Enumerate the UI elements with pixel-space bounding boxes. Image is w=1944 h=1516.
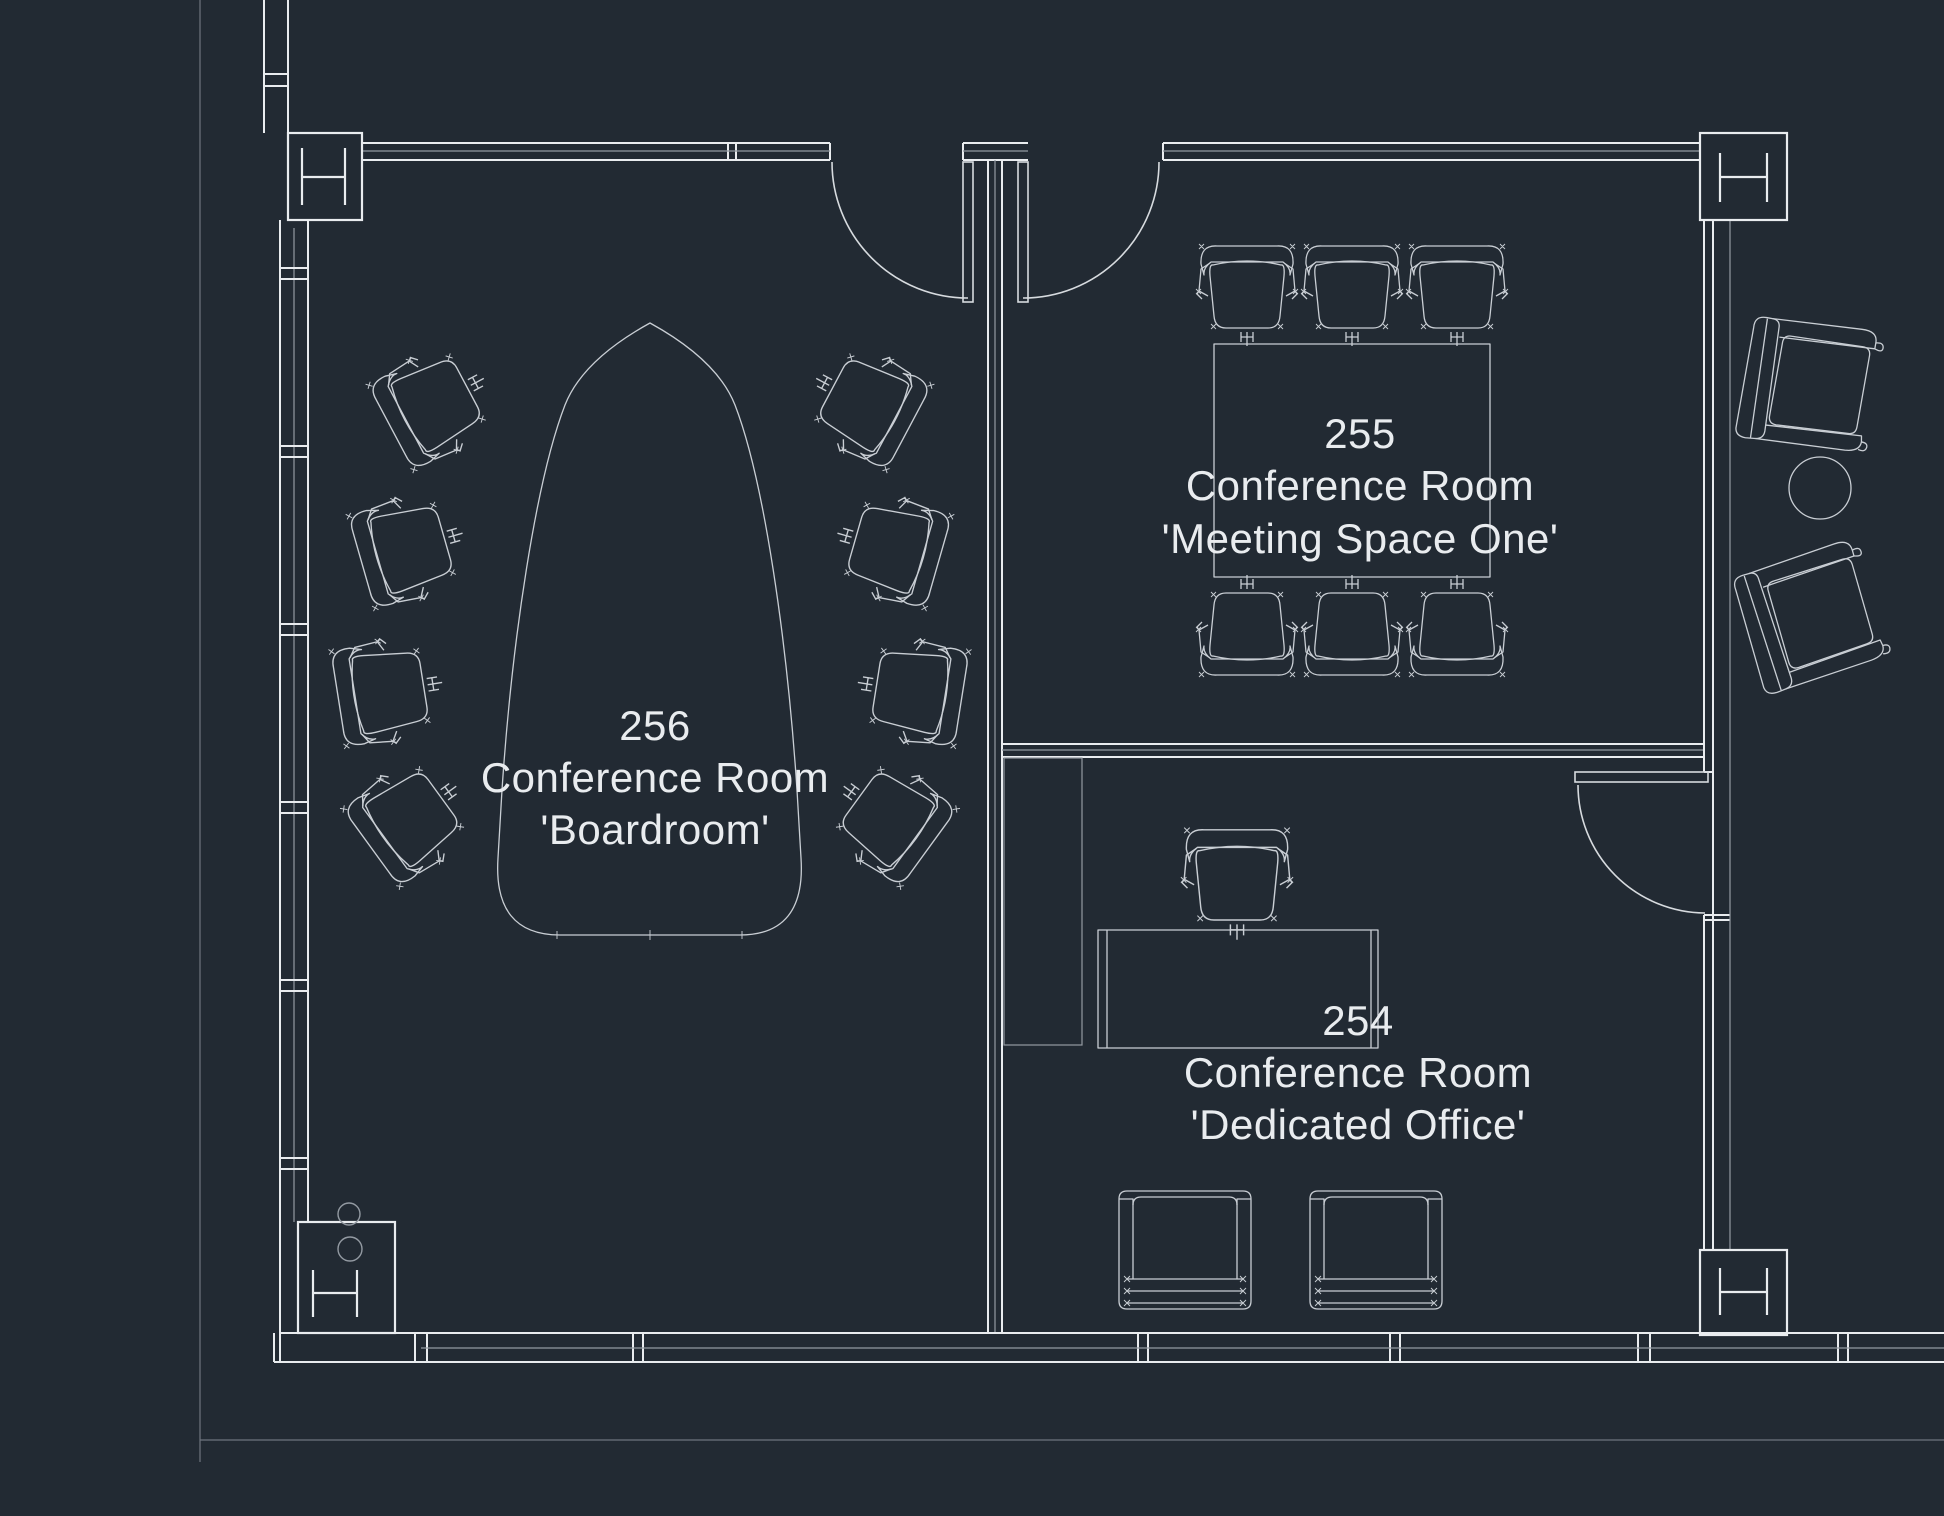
conference-chair xyxy=(1195,574,1299,678)
column-top-left xyxy=(286,131,364,222)
column-detail-circle xyxy=(337,1236,363,1262)
lounge-chairs xyxy=(1730,309,1894,697)
guest-armchair xyxy=(1309,1190,1443,1310)
door-room-254 xyxy=(1574,771,1709,914)
left-wall-mullions xyxy=(280,267,308,1170)
room-number: 255 xyxy=(1324,410,1396,457)
room-labels: 256 Conference Room 'Boardroom' 255 Conf… xyxy=(481,410,1559,1148)
room-number: 256 xyxy=(619,702,691,749)
guest-chairs xyxy=(1118,1190,1443,1310)
conference-chair xyxy=(848,628,973,753)
conference-chair xyxy=(363,330,510,477)
conference-chair xyxy=(344,481,478,615)
desk-chair-layer xyxy=(1180,826,1294,941)
h-beam-icon xyxy=(311,1270,359,1317)
left-wall-faces xyxy=(263,0,309,1362)
conference-chair xyxy=(822,481,956,615)
door-swing-arc xyxy=(1577,784,1706,914)
column-box xyxy=(286,131,364,222)
grid-lines xyxy=(199,0,1944,1462)
column-detail-circle xyxy=(337,1202,361,1226)
column-top-right xyxy=(1698,131,1789,222)
h-beam-icon xyxy=(1718,153,1769,202)
lounge-side-table xyxy=(1788,456,1852,520)
room-number: 254 xyxy=(1322,997,1394,1044)
conference-chair xyxy=(327,628,452,753)
guest-armchair xyxy=(1118,1190,1252,1310)
door-leaf xyxy=(1574,771,1709,783)
lounge-armchair xyxy=(1730,536,1894,697)
partition-wall-faces xyxy=(987,160,1003,1333)
door-room-256 xyxy=(831,161,974,303)
column-box xyxy=(296,1220,397,1335)
door-room-255 xyxy=(1017,161,1160,303)
h-beam-icon xyxy=(300,148,347,205)
columns xyxy=(286,131,1789,1337)
boardroom-table-ticks xyxy=(556,930,743,940)
divider-wall-faces xyxy=(1002,743,1704,758)
room-256-label: 256 Conference Room 'Boardroom' xyxy=(481,702,829,853)
meeting-chairs xyxy=(1195,243,1509,678)
room-type: Conference Room xyxy=(1186,462,1534,509)
door-leaf xyxy=(962,161,974,303)
task-chair xyxy=(1180,826,1294,941)
room-254-label: 254 Conference Room 'Dedicated Office' xyxy=(1184,997,1532,1148)
conference-chair xyxy=(790,330,937,477)
right-wall-faces xyxy=(1703,220,1730,1250)
walls xyxy=(263,0,1944,1363)
room-name: 'Dedicated Office' xyxy=(1191,1101,1526,1148)
column-bottom-left xyxy=(296,1202,397,1335)
column-bottom-right xyxy=(1698,1248,1789,1337)
conference-chair xyxy=(811,742,963,894)
room-name: 'Meeting Space One' xyxy=(1162,515,1559,562)
conference-chair xyxy=(337,742,489,894)
doors xyxy=(831,161,1709,914)
desk-edge-lines xyxy=(1106,930,1372,1048)
room-255-label: 255 Conference Room 'Meeting Space One' xyxy=(1162,410,1559,562)
column-box xyxy=(1698,1248,1789,1337)
conference-chair xyxy=(1405,574,1509,678)
column-box xyxy=(1698,131,1789,222)
door-leaf xyxy=(1017,161,1029,303)
conference-chair xyxy=(1405,243,1509,347)
furniture xyxy=(327,243,1894,1310)
door-swing-arc xyxy=(831,161,969,299)
conference-chair xyxy=(1300,574,1404,678)
door-swing-arc xyxy=(1022,161,1160,299)
conference-chair xyxy=(1300,243,1404,347)
room-name: 'Boardroom' xyxy=(540,806,769,853)
room-type: Conference Room xyxy=(481,754,829,801)
conference-chair xyxy=(1195,243,1299,347)
h-beam-icon xyxy=(1718,1268,1769,1315)
lounge-armchair xyxy=(1733,309,1888,460)
room-type: Conference Room xyxy=(1184,1049,1532,1096)
storage-alcove xyxy=(1003,757,1083,1046)
